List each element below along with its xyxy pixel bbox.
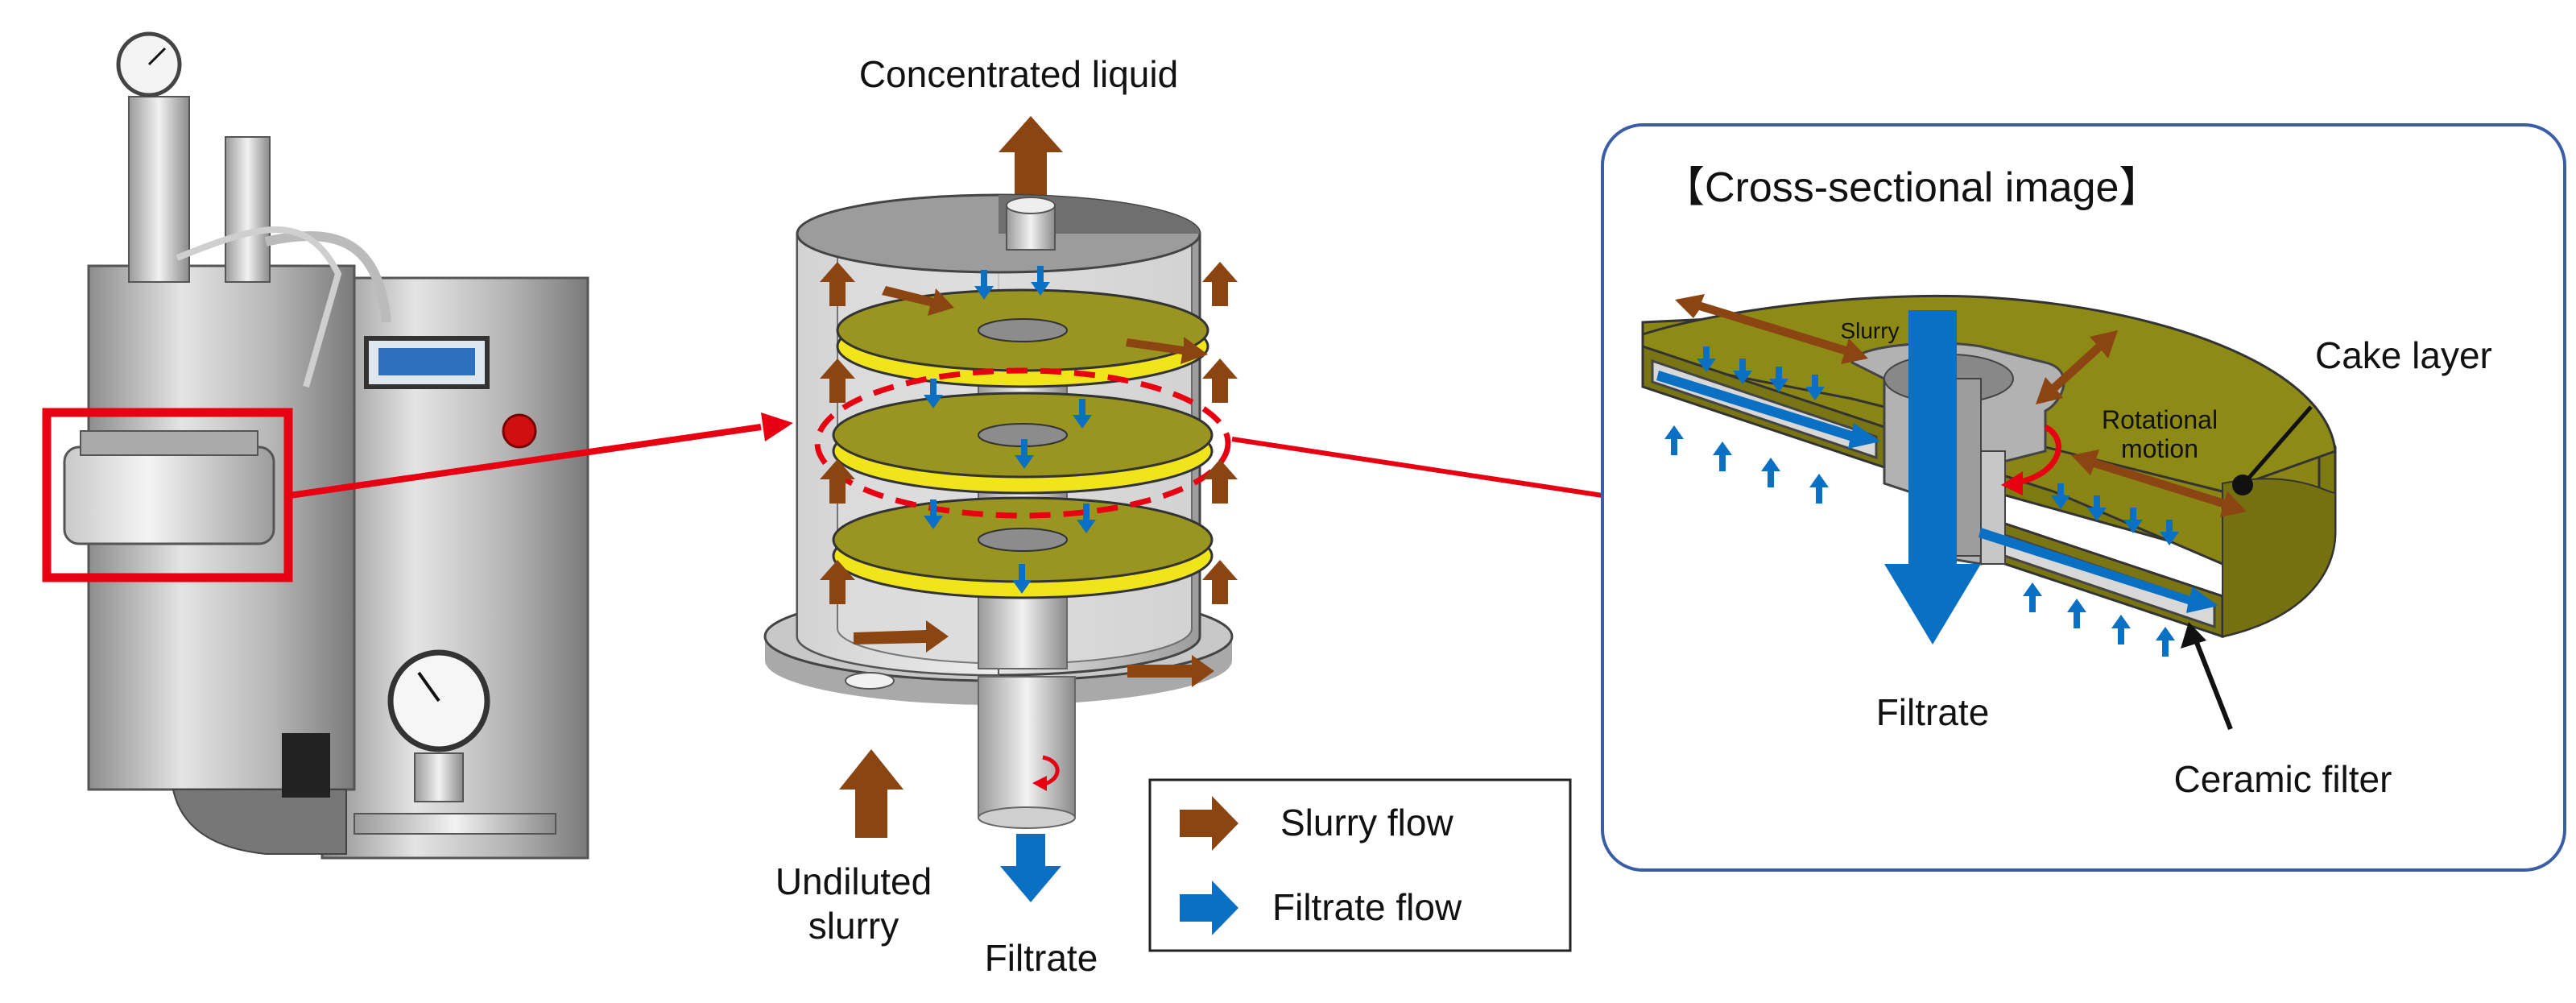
bottom-filtrate-arrows	[1664, 425, 2175, 657]
rotational-label-line2: motion	[2121, 434, 2198, 463]
screen-display	[378, 348, 475, 375]
emergency-stop-icon	[502, 413, 537, 449]
channel-flow-arrow-left-icon	[1656, 371, 1880, 449]
filtrate-outlet-arrow-icon	[1000, 834, 1061, 902]
zoom-arrowhead-icon	[761, 412, 793, 441]
zoom-region-ellipse	[814, 367, 1231, 519]
filtrate-outlet-pipe	[978, 676, 1076, 819]
undiluted-label-line2: slurry	[808, 905, 899, 947]
nameplate	[282, 733, 330, 798]
hose-2	[176, 226, 342, 388]
surface-slurry-arrows	[1675, 294, 2247, 517]
ceramic-filter-label: Ceramic filter	[2174, 758, 2392, 800]
rotation-motion-arrow-icon	[2012, 424, 2061, 487]
filter-housing	[63, 446, 275, 545]
filtrate-bottom-label: Filtrate	[985, 937, 1098, 979]
slurry-flow-legend-icon	[1180, 796, 1238, 851]
cake-layer-label: Cake layer	[2315, 334, 2492, 376]
slurry-flow-arrows	[820, 262, 1238, 687]
concentrated-outlet-arrow-icon	[999, 116, 1063, 201]
concentrated-liquid-label: Concentrated liquid	[859, 53, 1178, 95]
zoom-connector-line	[289, 424, 762, 499]
upper-pipe	[225, 136, 271, 283]
undiluted-label-line1: Undiluted	[775, 860, 932, 902]
slurry-label: Slurry	[1840, 318, 1899, 343]
highlight-box	[42, 408, 293, 582]
slurry-inlet-arrow-icon	[839, 749, 903, 838]
ceramic-filter-pointer-line	[2192, 635, 2233, 731]
rotational-label-line1: Rotational	[2102, 405, 2218, 434]
channel-flow-arrow-right-icon	[1979, 528, 2218, 613]
vessel-diagram: Concentrated liquid	[763, 53, 1238, 979]
machine-illustration	[42, 31, 589, 860]
filtrate-down-arrow-icon	[1884, 310, 1981, 644]
cross-section-panel: 【Cross-sectional image】	[1601, 123, 2566, 872]
upper-column	[128, 96, 190, 283]
cross-filtrate-label: Filtrate	[1876, 691, 1990, 733]
zoom-connector-line-2	[1231, 437, 1603, 498]
filtrate-flow-legend-icon	[1180, 881, 1238, 935]
legend: Slurry flow Filtrate flow	[1148, 778, 1572, 952]
filtrate-flow-arrows	[924, 266, 1096, 594]
hose	[264, 231, 391, 323]
legend-filtrate-label: Filtrate flow	[1272, 886, 1462, 928]
surface-filtrate-arrows	[1697, 346, 2179, 545]
cross-section-title: 【Cross-sectional image】	[1663, 164, 2160, 211]
cake-layer-pointer-line	[2241, 405, 2313, 487]
legend-slurry-label: Slurry flow	[1280, 802, 1453, 843]
machine-base	[172, 789, 347, 855]
